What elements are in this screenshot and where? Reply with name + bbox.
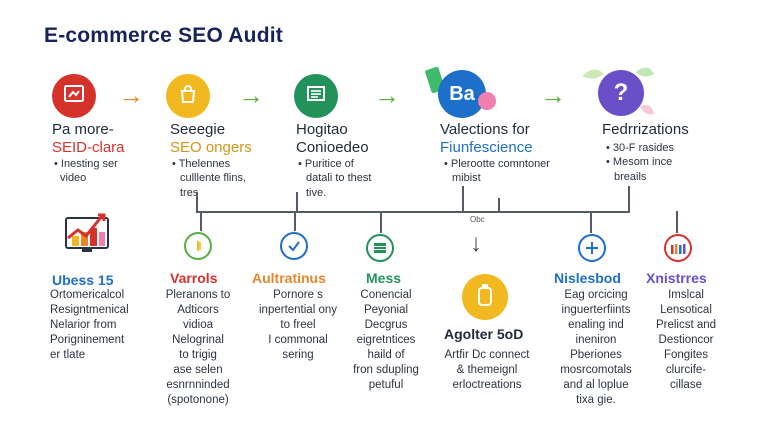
step-1-subheading: SEID-clara xyxy=(52,139,125,156)
pink-dot-decoration xyxy=(478,92,496,110)
arrow-right-icon: → xyxy=(374,80,400,110)
plus-icon xyxy=(578,234,606,262)
browser-icon xyxy=(62,82,86,111)
connector-line xyxy=(498,198,500,212)
step-5-heading: Fedrrizations xyxy=(602,121,689,138)
arrow-down-icon: ↓ xyxy=(470,230,482,257)
grid-icon xyxy=(366,234,394,262)
connector-line xyxy=(296,192,298,212)
center-node-label: Agolter 5oD xyxy=(444,326,524,342)
step-5-circle[interactable]: ? xyxy=(598,70,644,116)
connector-line xyxy=(462,186,464,212)
card-3-title: Aultratinus xyxy=(252,270,326,286)
step-1-circle[interactable] xyxy=(52,74,96,118)
step-4-heading: Valections for xyxy=(440,121,530,138)
chart-icon xyxy=(62,212,112,254)
connector-bus xyxy=(196,211,630,213)
step-4-subheading: Fiunfescience xyxy=(440,139,533,156)
bottle-icon xyxy=(476,283,494,312)
connector-drop xyxy=(200,211,202,231)
connector-drop xyxy=(380,211,382,233)
connector-line xyxy=(196,192,198,212)
step-4-circle[interactable]: Ba xyxy=(438,70,486,118)
document-icon xyxy=(304,82,328,111)
page-title: E-commerce SEO Audit xyxy=(44,24,283,47)
arrow-right-icon: → xyxy=(118,80,144,110)
connector-drop xyxy=(590,211,592,233)
bars-icon xyxy=(664,234,692,262)
card-6-title: Xnistrres xyxy=(646,270,707,286)
connector-drop xyxy=(676,211,678,233)
check-icon xyxy=(280,232,308,260)
card-5-title: Nislesbod xyxy=(554,270,621,286)
card-2-title: Varrols xyxy=(170,270,218,286)
question-icon: ? xyxy=(613,79,629,106)
shopping-bag-icon xyxy=(176,82,200,111)
connector-drop xyxy=(294,211,296,231)
step-2-circle[interactable] xyxy=(166,74,210,118)
step-3-circle[interactable] xyxy=(294,74,338,118)
gauge-icon xyxy=(184,232,212,260)
center-node-circle[interactable] xyxy=(462,274,508,320)
step-3-heading: Hogitao xyxy=(296,121,348,138)
step-2-heading: Seeegie xyxy=(170,121,226,138)
card-4-title: Mess xyxy=(366,270,402,286)
arrow-right-icon: → xyxy=(238,80,264,110)
step-2-subheading: SEO ongers xyxy=(170,139,252,156)
step-3-subheading: Conioedeo xyxy=(296,139,369,156)
card-1-title: Ubess 15 xyxy=(52,272,114,288)
center-small-label: Obc xyxy=(470,215,485,224)
connector-line xyxy=(628,186,630,212)
leaf-decoration xyxy=(578,62,658,122)
arrow-right-icon: → xyxy=(540,80,566,110)
ba-badge-icon: Ba xyxy=(449,82,475,105)
step-1-heading: Pa more- xyxy=(52,121,114,138)
